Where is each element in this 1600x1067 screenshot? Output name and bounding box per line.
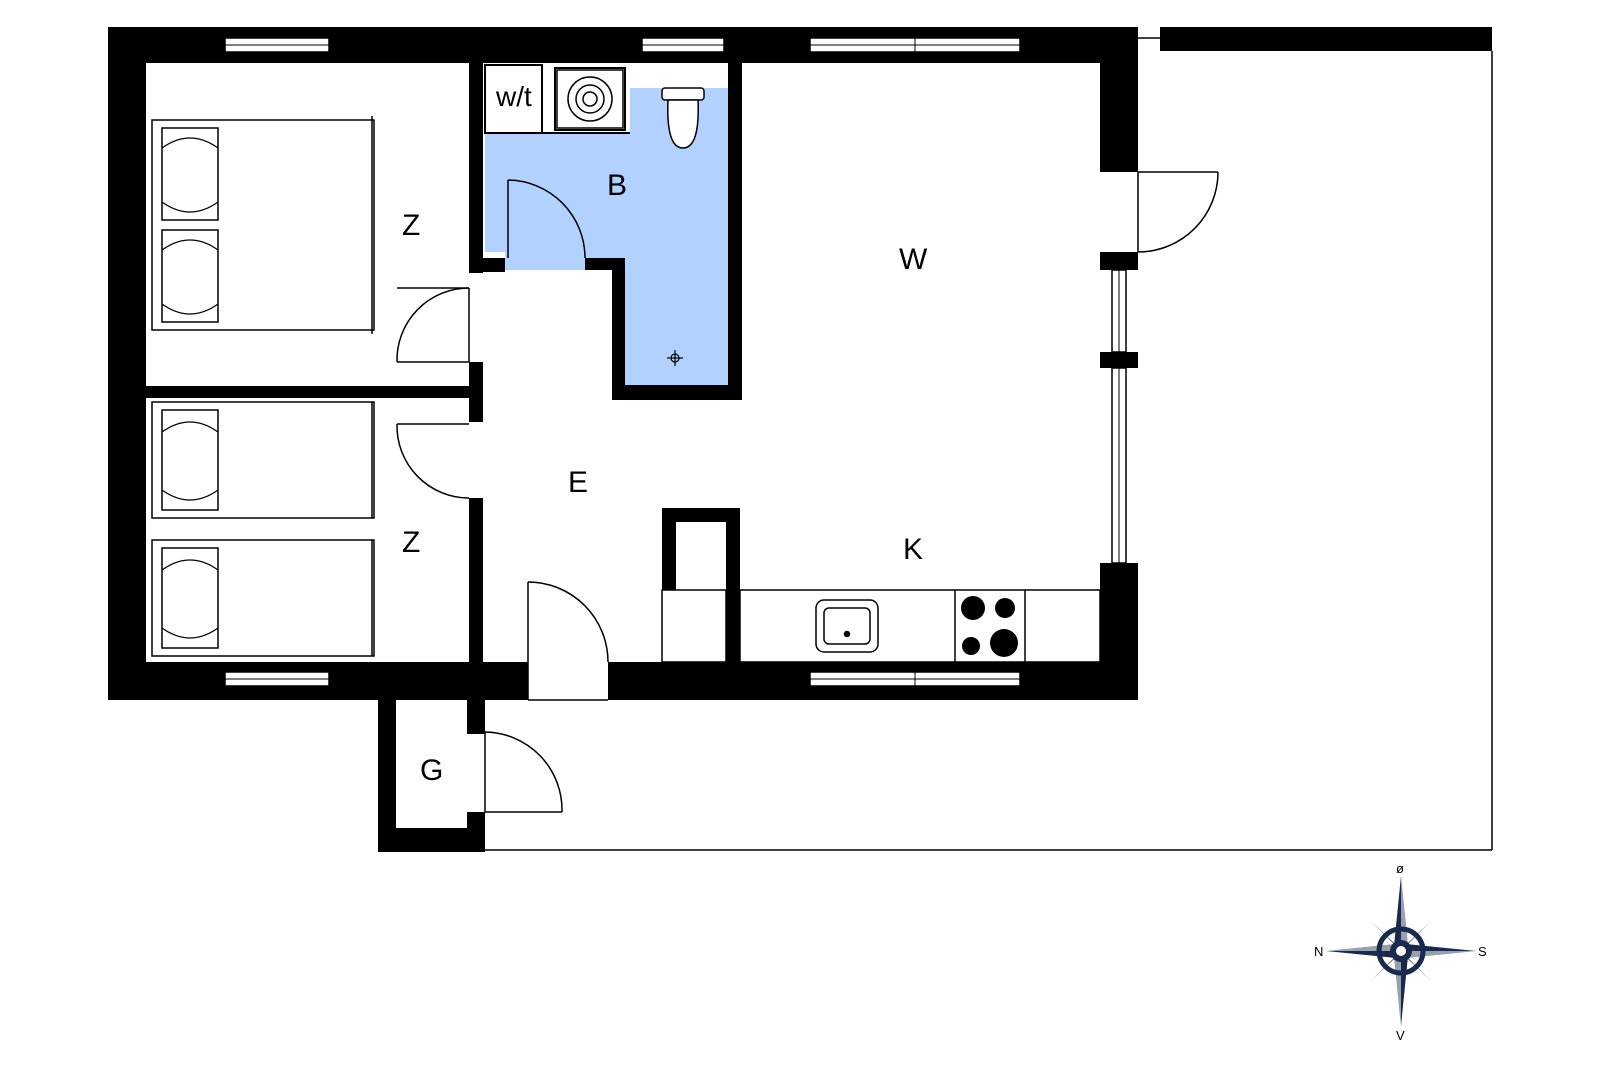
room-label-shed: G (420, 754, 443, 787)
shed-walls (378, 700, 485, 852)
room-label-bedroom-2: Z (402, 526, 420, 559)
room-label-bedroom-1: Z (402, 209, 420, 242)
toilet-icon (661, 87, 705, 149)
compass-label-east: ø (1396, 861, 1404, 876)
doors (396, 171, 1219, 813)
beds (151, 116, 375, 657)
sink-icon (815, 599, 879, 653)
compass-rose-icon: ø N S V (1314, 861, 1487, 1043)
room-label-living-room: W (899, 243, 928, 276)
room-label-entrance: E (568, 466, 588, 499)
entrance-door-opening (528, 662, 608, 700)
room-label-bathroom: B (607, 169, 627, 202)
pillow (161, 229, 219, 323)
washing-machine-icon (556, 69, 624, 129)
terrace (485, 37, 1493, 851)
stove-icon (961, 596, 1018, 657)
kitchen-counter (661, 589, 1101, 663)
interior-walls (146, 63, 742, 662)
compass-label-south: S (1478, 944, 1487, 959)
room-label-kitchen: K (903, 533, 923, 566)
compass-label-north: N (1314, 944, 1323, 959)
pillow (161, 127, 219, 221)
bathroom-area (485, 88, 728, 385)
drain-icon (667, 350, 683, 366)
room-label-toilet-washer: w/t (495, 81, 532, 112)
compass-label-west: V (1396, 1028, 1405, 1043)
